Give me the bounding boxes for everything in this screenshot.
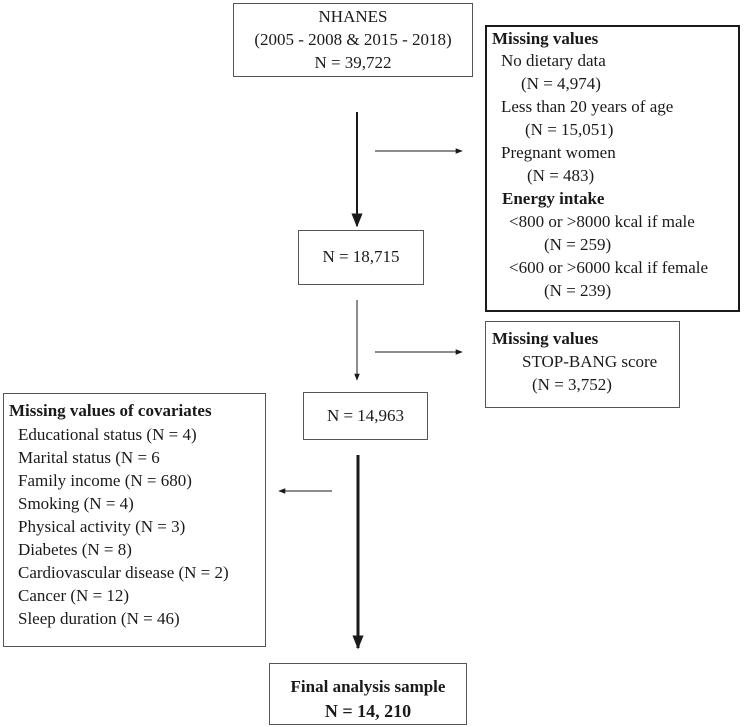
missing-values-box-1: Missing values No dietary data (N = 4,97… (485, 25, 740, 312)
final-n: N = 14, 210 (324, 701, 412, 721)
covariate-income: Family income (N = 680) (18, 471, 192, 490)
final-sample-box: Final analysis sample N = 14, 210 (269, 663, 467, 725)
missing-values-box-2: Missing values STOP-BANG score (N = 3,75… (485, 321, 680, 408)
final-title: Final analysis sample (290, 677, 446, 696)
missing1-age-n: (N = 15,051) (525, 120, 614, 139)
covariate-physical: Physical activity (N = 3) (18, 517, 186, 536)
missing1-age: Less than 20 years of age (501, 97, 674, 116)
n-18715-box: N = 18,715 (298, 230, 424, 285)
missing2-title: Missing values (492, 329, 599, 348)
missing2-stopbang: STOP-BANG score (522, 352, 658, 371)
covariate-sleep: Sleep duration (N = 46) (18, 609, 180, 628)
energy-male: <800 or >8000 kcal if male (509, 212, 695, 231)
nhanes-n: N = 39,722 (314, 53, 392, 72)
covariate-education: Educational status (N = 4) (18, 425, 197, 444)
nhanes-title: NHANES (318, 7, 388, 26)
energy-intake-title: Energy intake (502, 189, 605, 208)
covariate-cancer: Cancer (N = 12) (18, 586, 130, 605)
covariate-smoking: Smoking (N = 4) (18, 494, 134, 513)
energy-female-n: (N = 239) (544, 281, 612, 300)
missing1-title: Missing values (492, 29, 599, 48)
energy-male-n: (N = 259) (544, 235, 612, 254)
n-14963-text: N = 14,963 (326, 406, 405, 425)
missing1-pregnant: Pregnant women (501, 143, 616, 162)
missing1-no-dietary-n: (N = 4,974) (521, 74, 601, 93)
energy-female: <600 or >6000 kcal if female (509, 258, 709, 277)
covariate-cvd: Cardiovascular disease (N = 2) (18, 563, 229, 582)
nhanes-years: (2005 - 2008 & 2015 - 2018) (254, 30, 452, 49)
missing1-pregnant-n: (N = 483) (527, 166, 595, 185)
n-14963-box: N = 14,963 (303, 392, 428, 440)
covariate-marital: Marital status (N = 6 (18, 448, 160, 467)
n-18715-text: N = 18,715 (322, 247, 400, 266)
covariates-box: Missing values of covariates Educational… (3, 393, 266, 647)
covariate-diabetes: Diabetes (N = 8) (18, 540, 132, 559)
covariates-title: Missing values of covariates (9, 401, 212, 420)
missing2-stopbang-n: (N = 3,752) (532, 375, 612, 394)
missing1-no-dietary: No dietary data (501, 51, 606, 70)
nhanes-box: NHANES (2005 - 2008 & 2015 - 2018) N = 3… (233, 3, 473, 77)
